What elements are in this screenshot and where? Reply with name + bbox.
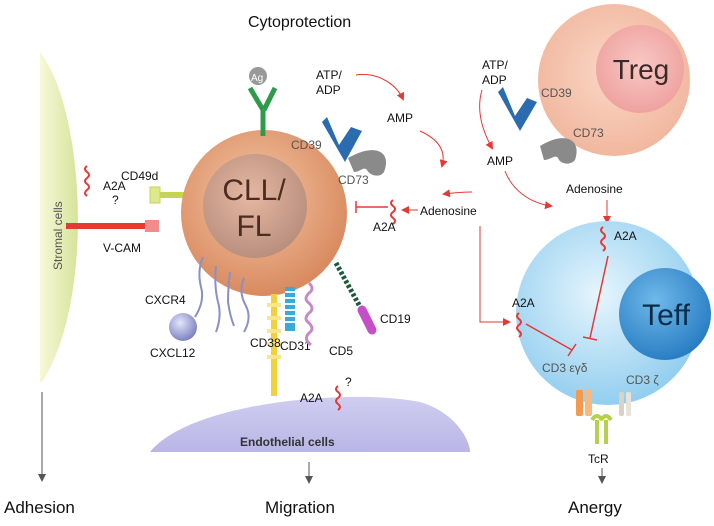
cd31-stripes xyxy=(285,291,295,323)
teff-nucleus xyxy=(619,268,711,360)
a2a-cll-label: A2A xyxy=(373,220,396,234)
atp-adp-treg-1: ATP/ xyxy=(482,58,508,72)
arrow-amp-to-adenosine-treg xyxy=(504,170,553,210)
inhibit-cll xyxy=(355,201,388,213)
atp-adp-cll-2: ADP xyxy=(316,83,341,97)
cd39-treg xyxy=(498,87,537,131)
cd39-treg-label: CD39 xyxy=(541,86,572,100)
migration-label: Migration xyxy=(265,498,335,517)
treg-nucleus xyxy=(596,25,684,113)
arrow-into-cll xyxy=(442,189,473,198)
fl-label: FL xyxy=(236,210,271,243)
cd38-segment xyxy=(267,303,281,307)
arrow-amp-to-adenosine-cll xyxy=(419,130,448,168)
cxcl12-label: CXCL12 xyxy=(150,346,196,360)
adhesion-label: Adhesion xyxy=(4,498,75,517)
cd73-cll-label: CD73 xyxy=(338,173,369,187)
inhibit-teff-top xyxy=(582,255,609,341)
cd38-segment xyxy=(267,329,281,333)
adenosine-treg-label: Adenosine xyxy=(566,182,623,196)
endothelial-cells xyxy=(150,396,470,452)
teff-cell xyxy=(516,221,700,405)
cd3-eyd-label: CD3 εγδ xyxy=(542,361,588,375)
antigen-shape xyxy=(249,67,267,85)
stromal-cells-label: Stromal cells xyxy=(51,201,65,270)
a2a-receptor-stromal xyxy=(84,165,90,197)
cd3-eyd-chain xyxy=(585,390,592,416)
question-stromal: ? xyxy=(112,193,119,207)
cd73-treg-label: CD73 xyxy=(573,126,604,140)
cd3-eyd-chain xyxy=(576,390,583,416)
treg-label: Treg xyxy=(613,54,670,85)
cd38-segment xyxy=(267,342,281,346)
stromal-cell xyxy=(40,52,78,382)
a2a-stromal-label: A2A xyxy=(103,179,126,193)
cd49d-molecule xyxy=(150,192,208,198)
endothelial-label: Endothelial cells xyxy=(240,435,335,449)
cd19-domain xyxy=(357,305,377,335)
cd39-cll xyxy=(322,117,362,162)
arrow-adenosine-to-teff xyxy=(479,226,511,326)
a2a-receptor-teff-top xyxy=(600,226,606,252)
cll-label: CLL/ xyxy=(222,174,286,207)
cll-nucleus xyxy=(203,154,307,258)
cd3-zeta-label: CD3 ζ xyxy=(626,373,659,387)
cd3-zeta-chain xyxy=(626,392,631,416)
cd73-treg xyxy=(540,138,577,164)
title-cytoprotection: Cytoprotection xyxy=(248,14,351,31)
cd49d-label: CD49d xyxy=(121,169,158,183)
a2a-teff-top-label: A2A xyxy=(614,229,637,243)
cd5-molecule xyxy=(304,281,314,347)
cd5-label: CD5 xyxy=(329,344,353,358)
tcr-receptor xyxy=(590,414,613,444)
cd31-label: CD31 xyxy=(280,339,311,353)
vcam-label: V-CAM xyxy=(103,241,141,255)
cd38-segment xyxy=(267,316,281,320)
cxcl12-ligand xyxy=(169,313,197,341)
cd73-cll xyxy=(348,150,387,176)
cxcr4-receptor xyxy=(194,256,250,333)
amp-treg-label: AMP xyxy=(487,154,513,168)
vcam-head xyxy=(145,220,159,232)
cxcr4-label: CXCR4 xyxy=(145,293,186,307)
a2a-receptor-teff-left xyxy=(516,312,522,338)
cd39-cll-label: CD39 xyxy=(291,138,322,152)
a2a-teff-left-label: A2A xyxy=(512,296,535,310)
atp-adp-treg-2: ADP xyxy=(482,73,507,87)
cd38-segment xyxy=(267,355,281,359)
cd49d-head xyxy=(149,186,161,204)
arrow-atp-to-amp-treg xyxy=(479,89,493,150)
ag-label: Ag xyxy=(251,73,263,84)
cd38-label: CD38 xyxy=(250,336,281,350)
vcam-molecule xyxy=(66,223,150,229)
a2a-receptor-cll xyxy=(390,199,396,225)
teff-label: Teff xyxy=(642,299,690,332)
question-endo: ? xyxy=(345,375,352,389)
anergy-label: Anergy xyxy=(568,498,622,517)
cd19-label: CD19 xyxy=(380,312,411,326)
a2a-receptor-endo xyxy=(335,385,341,411)
a2a-endo-label: A2A xyxy=(300,391,323,405)
amp-cll-label: AMP xyxy=(387,111,413,125)
atp-adp-cll-1: ATP/ xyxy=(316,68,342,82)
adenosine-cll-label: Adenosine xyxy=(420,204,477,218)
inhibit-teff-left xyxy=(525,323,577,357)
arrow-atp-to-amp-cll xyxy=(355,73,405,101)
tcr-label: TcR xyxy=(588,452,609,466)
antibody-bcr xyxy=(247,86,278,136)
cd3-zeta-chain xyxy=(619,392,624,416)
